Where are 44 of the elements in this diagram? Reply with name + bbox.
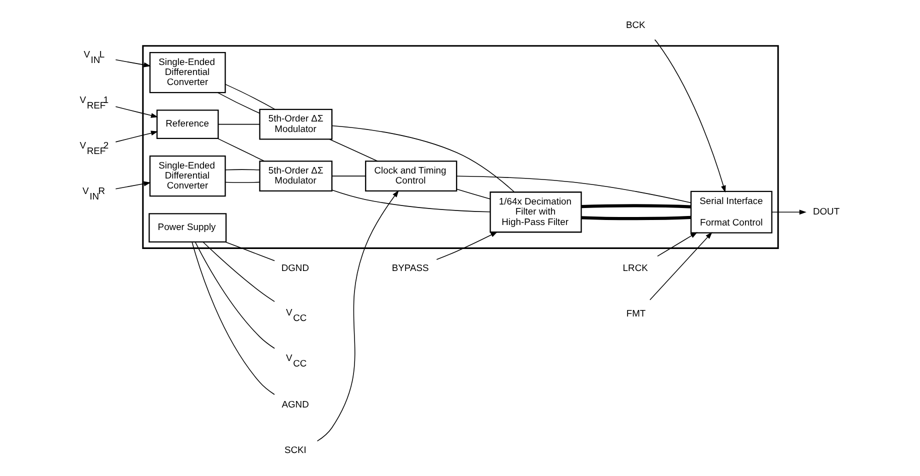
node-box: 5th-Order ΔΣ Modulator: [258, 108, 332, 140]
node-box: 5th-Order ΔΣ Modulator: [258, 160, 332, 192]
connector: [202, 242, 274, 302]
connector: [216, 92, 260, 114]
connector: [194, 242, 274, 349]
arrow: [114, 130, 158, 142]
arrow: [316, 190, 398, 442]
arrow: [436, 232, 498, 260]
connector: [456, 176, 691, 204]
connector: [224, 169, 260, 170]
connector: [216, 138, 264, 162]
node-box: 1/64x Decimation Filter with High-Pass Filter: [489, 192, 582, 233]
arrow: [114, 106, 158, 118]
node-box: Clock and Timing Control: [364, 160, 457, 192]
connector: [218, 124, 260, 125]
node-box: Power Supply: [148, 213, 226, 242]
node-text: FMT: [626, 307, 646, 318]
node-box: Serial Interface Format Control: [690, 190, 772, 234]
arrow: [654, 39, 726, 193]
connector: [331, 125, 514, 193]
node-text: AGND: [281, 398, 308, 410]
node-box: Reference: [156, 110, 218, 139]
node-box: Single-Ended Differential Converter: [148, 52, 226, 94]
arrow: [114, 59, 150, 68]
connector: [328, 138, 378, 162]
node-text: SCKI: [284, 444, 306, 455]
node-text: BYPASS: [391, 262, 428, 274]
node-text: BCK: [625, 18, 645, 30]
arrow: [649, 232, 712, 300]
arrow: [114, 181, 150, 190]
connector: [191, 242, 274, 395]
connector: [456, 188, 490, 200]
node-text: DGND: [280, 262, 308, 274]
arrow: [771, 210, 806, 215]
connector: [580, 216, 691, 220]
connector: [580, 204, 691, 208]
node-box: Single-Ended Differential Converter: [148, 155, 226, 197]
node-text: LRCK: [622, 262, 648, 274]
connector: [224, 242, 274, 262]
connector: [331, 190, 490, 212]
connector: [224, 84, 275, 110]
node-text: DOUT: [812, 206, 840, 217]
arrow: [656, 232, 698, 257]
connector: [224, 182, 260, 183]
